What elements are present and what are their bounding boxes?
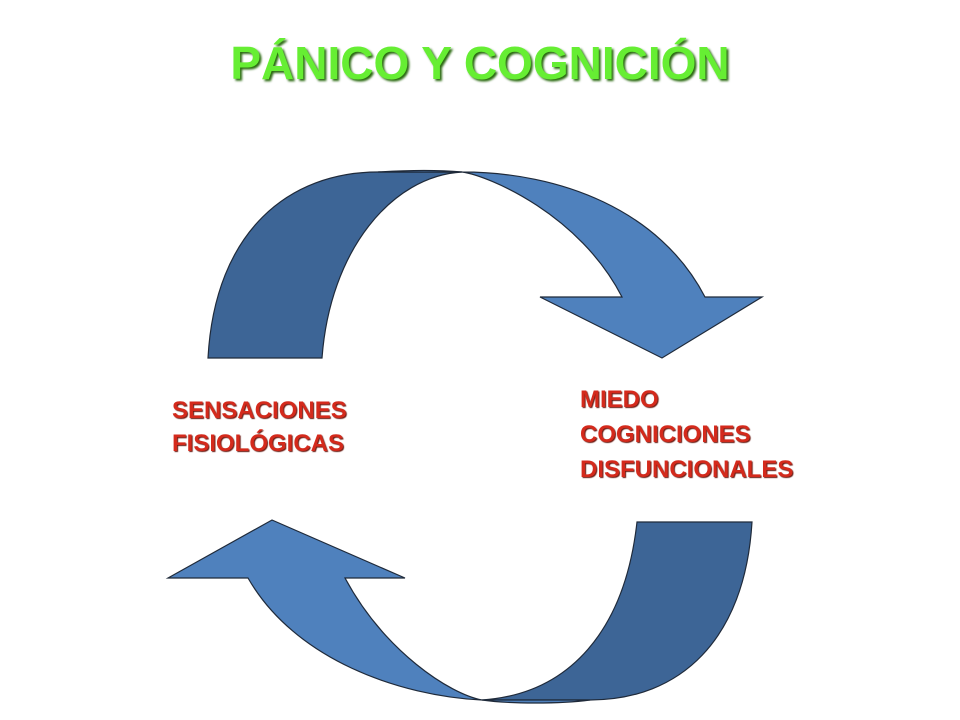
node-left-line-2: FISIOLÓGICAS: [172, 430, 345, 457]
node-right-line-2: COGNICIONES: [580, 421, 751, 448]
lower-arrow-tail: [481, 521, 753, 701]
node-right-line-1: MIEDO: [580, 386, 659, 413]
lower-arrow-head: [165, 519, 591, 704]
upper-arrow-head: [377, 169, 765, 359]
node-right-line-3: DISFUNCIONALES: [580, 456, 794, 483]
node-sensaciones-fisiologicas: SENSACIONES FISIOLÓGICAS: [172, 394, 347, 460]
slide-title: PÁNICO Y COGNICIÓN: [230, 37, 730, 89]
node-left-line-1: SENSACIONES: [172, 397, 347, 424]
upper-arrow-tail: [207, 171, 463, 359]
node-miedo-cogniciones: MIEDO COGNICIONES DISFUNCIONALES: [580, 382, 793, 487]
